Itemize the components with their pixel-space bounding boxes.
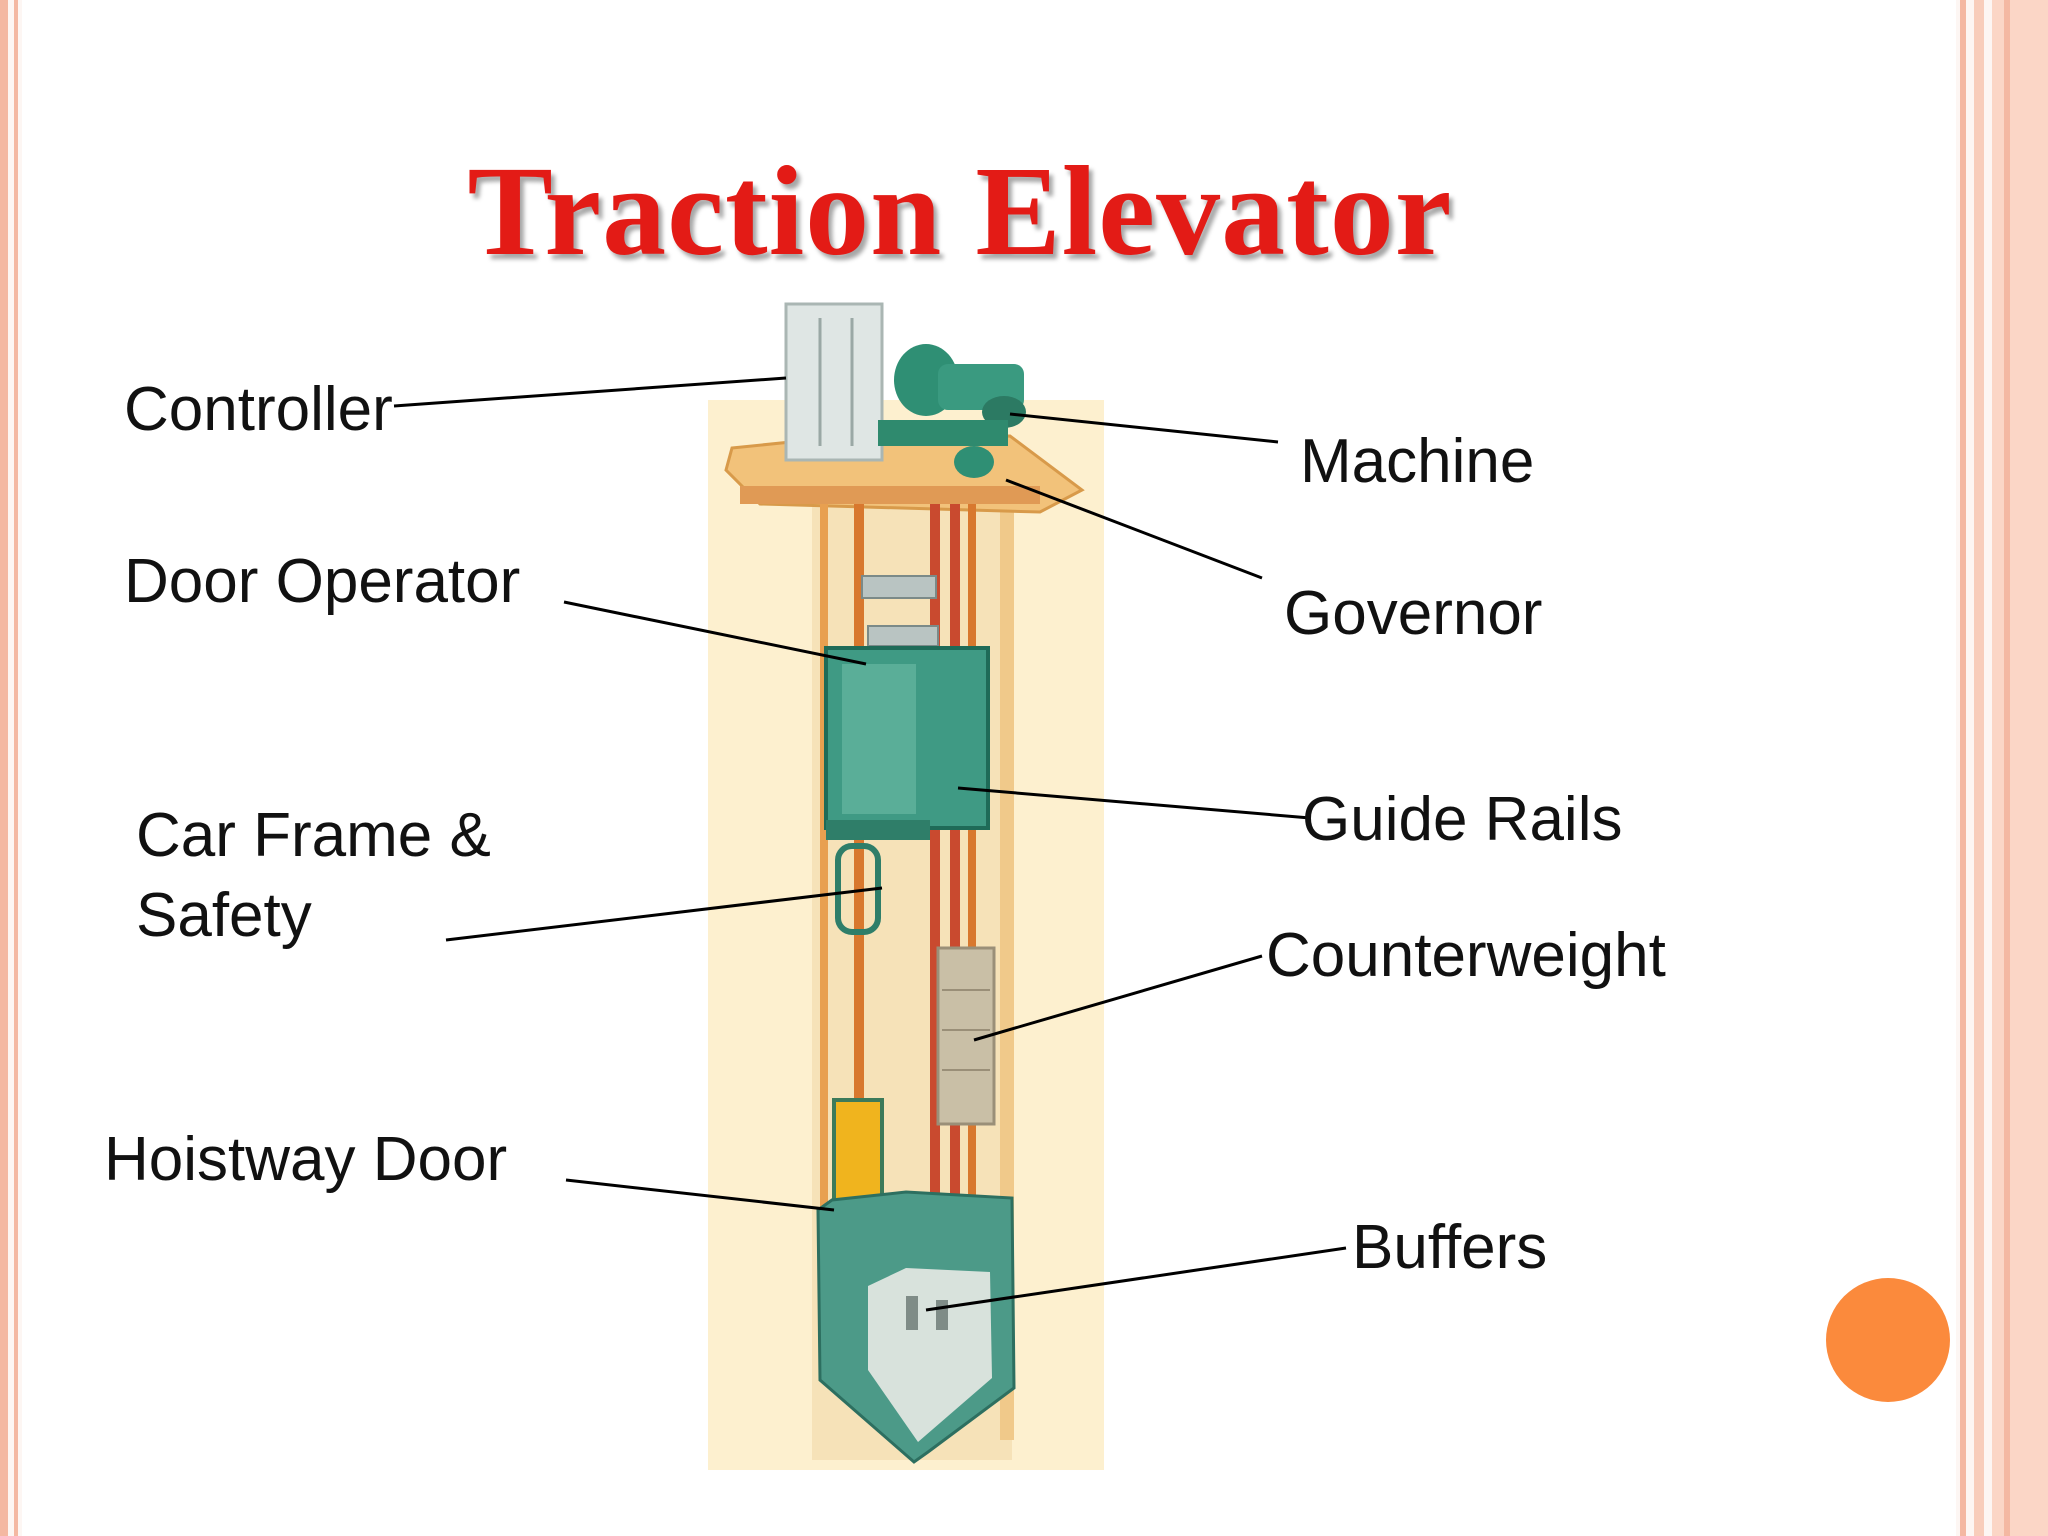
leader-line-machine xyxy=(1009,412,1279,444)
label-controller: Controller xyxy=(124,375,393,444)
label-guide-rails: Guide Rails xyxy=(1302,785,1623,854)
label-car-frame-line1: Car Frame & xyxy=(136,801,491,870)
door-operator-unit xyxy=(861,575,937,599)
guide-rail-right xyxy=(930,504,940,1404)
label-buffers: Buffers xyxy=(1352,1213,1548,1282)
machine-beam xyxy=(740,486,1040,504)
governor-sheave xyxy=(954,446,994,478)
leader-line-hoistway-door xyxy=(565,1178,835,1212)
guide-rail-left xyxy=(854,504,864,1404)
left-border-thin xyxy=(14,0,18,1536)
pit-floor xyxy=(868,1268,992,1442)
right-border xyxy=(1960,0,1966,1536)
left-border xyxy=(0,0,8,1536)
door-operator-arm xyxy=(867,625,939,647)
label-hoistway-door: Hoistway Door xyxy=(104,1125,508,1194)
buffer-counterweight xyxy=(936,1300,948,1330)
right-border-band xyxy=(1974,0,1984,1536)
buffer-car xyxy=(906,1296,918,1330)
leader-line-buffers xyxy=(925,1246,1347,1312)
label-car-frame-line2: Safety xyxy=(136,881,312,950)
right-border-panel xyxy=(1992,0,2048,1536)
controller-cabinet xyxy=(784,302,884,462)
leader-line-door-operator xyxy=(563,600,867,666)
label-door-operator: Door Operator xyxy=(124,547,521,616)
leader-line-guide-rails xyxy=(957,786,1311,820)
leader-line-counterweight xyxy=(973,954,1263,1042)
leader-line-car-frame xyxy=(445,886,883,942)
leader-line-controller xyxy=(393,376,787,408)
hoistway-rail-left xyxy=(820,504,828,1324)
label-counterweight: Counterweight xyxy=(1266,921,1666,990)
label-machine: Machine xyxy=(1300,427,1535,496)
machine-base xyxy=(878,420,1008,446)
slide-title: Traction Elevator xyxy=(467,140,1453,282)
decorative-orange-circle xyxy=(1826,1278,1950,1402)
right-border-stripe xyxy=(2004,0,2010,1536)
leader-line-governor xyxy=(1005,478,1263,580)
car-door xyxy=(842,664,916,814)
label-governor: Governor xyxy=(1284,579,1543,648)
car-platform xyxy=(826,820,930,840)
